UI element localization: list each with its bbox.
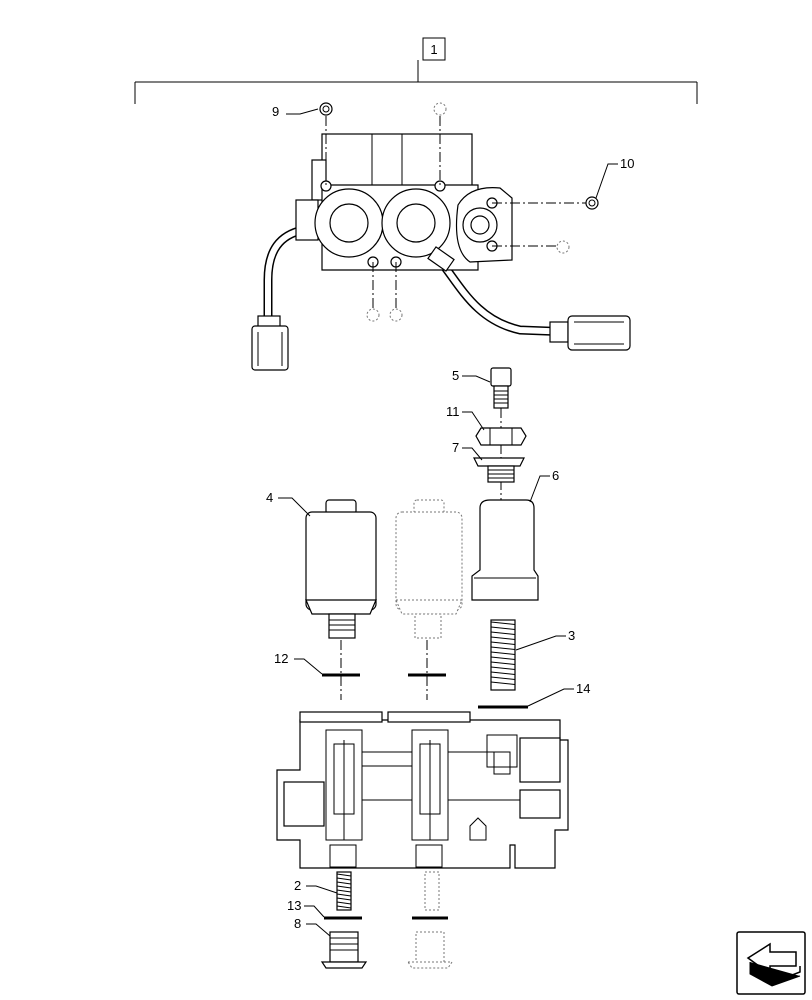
- spring-2: [336, 871, 352, 911]
- plug-7: [473, 457, 525, 483]
- callout-8: 8: [294, 916, 301, 931]
- callout-14: 14: [576, 681, 590, 696]
- washer-9: [319, 102, 333, 116]
- spring-ghost: [424, 871, 440, 911]
- callout-9: 9: [272, 104, 279, 119]
- nut-11: [475, 427, 527, 446]
- callout-13: 13: [287, 898, 301, 913]
- callout-10: 10: [620, 156, 634, 171]
- bolt-5: [490, 367, 512, 409]
- cap-6: [471, 499, 539, 601]
- callout-3: 3: [568, 628, 575, 643]
- callout-7: 7: [452, 440, 459, 455]
- next-page-arrow-icon[interactable]: [736, 931, 806, 995]
- valve-body: [276, 711, 569, 869]
- plug-8: [320, 931, 368, 969]
- callout-12: 12: [274, 651, 288, 666]
- washer-ghost: [366, 102, 570, 322]
- solenoid-ghost: [395, 499, 463, 639]
- left-connector: [251, 315, 289, 371]
- plug-ghost: [407, 931, 453, 969]
- callout-2: 2: [294, 878, 301, 893]
- callout-11: 11: [446, 404, 460, 419]
- right-connector: [549, 315, 631, 351]
- callouts: 9 10 5 11 7 6 4 3 12 14 2 13 8: [266, 104, 634, 937]
- solenoid-4: [305, 499, 377, 639]
- callout-4: 4: [266, 490, 273, 505]
- washer-10: [585, 196, 599, 210]
- spring-3: [490, 619, 516, 691]
- assembled-valve: [251, 133, 631, 371]
- callout-5: 5: [452, 368, 459, 383]
- callout-6: 6: [552, 468, 559, 483]
- assembly-bracket: 1: [134, 37, 698, 104]
- assembly-number: 1: [430, 42, 437, 57]
